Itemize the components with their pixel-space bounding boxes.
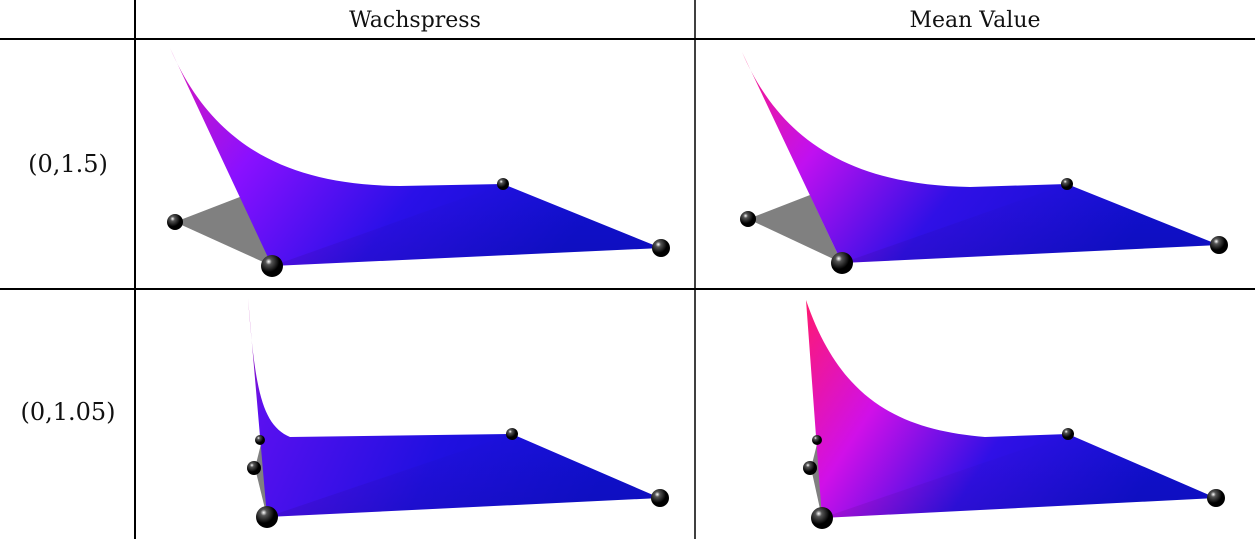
vertex-marker [255, 435, 265, 445]
vertex-marker [1210, 236, 1228, 254]
vertex-marker [652, 239, 670, 257]
base-polygon [811, 440, 822, 518]
vertex-marker [1062, 428, 1074, 440]
plot-wachspress-row2 [247, 298, 669, 528]
vertex-marker [831, 252, 853, 274]
row-label-2: (0,1.05) [20, 398, 115, 426]
vertex-marker [651, 489, 669, 507]
vertex-marker [1207, 489, 1225, 507]
plot-wachspress-row1 [167, 48, 670, 277]
plot-mean-value-row1 [740, 52, 1228, 274]
vertex-marker [811, 507, 833, 529]
vertex-marker [261, 255, 283, 277]
base-polygon [255, 440, 267, 517]
plot-mean-value-row2 [803, 300, 1225, 529]
column-header-wachspress: Wachspress [349, 8, 481, 33]
vertex-marker [1061, 178, 1073, 190]
column-header-mean-value: Mean Value [909, 8, 1040, 33]
vertex-marker [497, 178, 509, 190]
base-polygon [748, 195, 842, 263]
vertex-marker [506, 428, 518, 440]
vertex-marker [740, 211, 756, 227]
vertex-marker [167, 214, 183, 230]
vertex-marker [812, 435, 822, 445]
row-label-1: (0,1.5) [28, 150, 108, 178]
vertex-marker [803, 461, 817, 475]
vertex-marker [256, 506, 278, 528]
vertex-marker [247, 461, 261, 475]
